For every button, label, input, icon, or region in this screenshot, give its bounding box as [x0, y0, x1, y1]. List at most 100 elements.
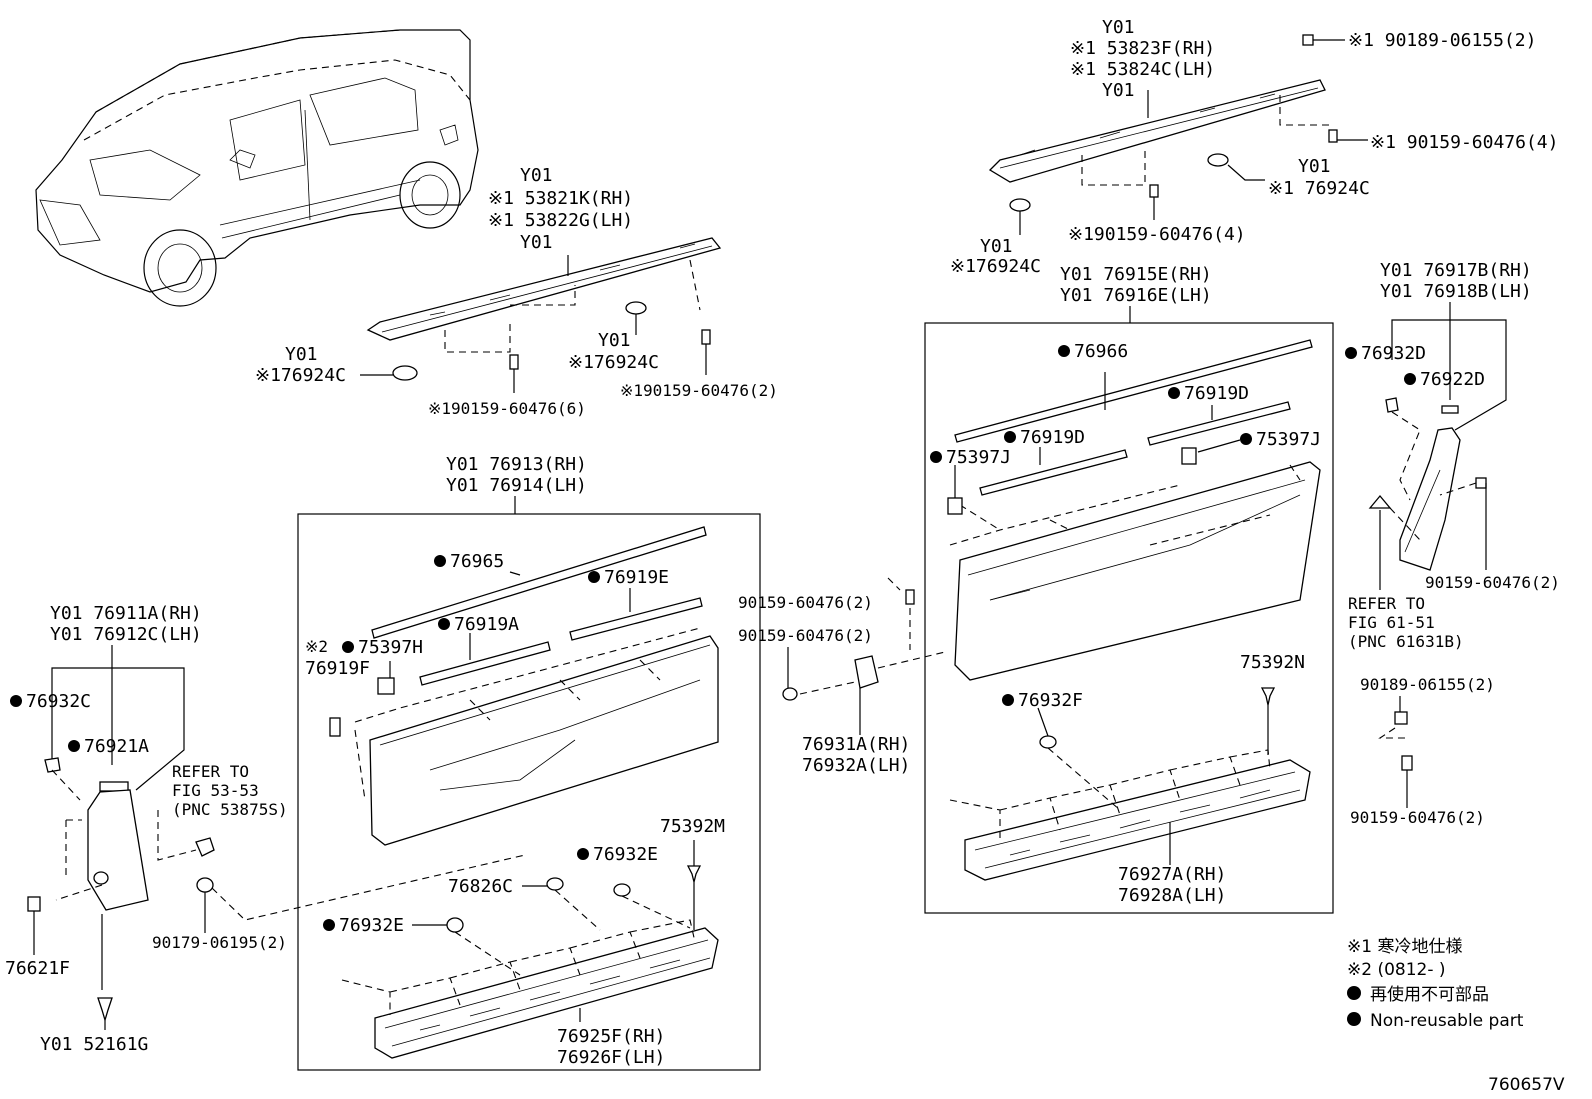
- nonreusable-dot: [323, 919, 335, 931]
- callout-d1: Y01 76917B(RH): [1380, 260, 1532, 281]
- callout-c10: 76931A(RH): [802, 734, 910, 755]
- callout-b4: Y01: [520, 232, 553, 253]
- callout-c14: 76927A(RH): [1118, 864, 1226, 885]
- callout-c12: 75392N: [1240, 652, 1305, 673]
- upper-rear-rail-assembly: [988, 34, 1368, 235]
- nonreusable-dot: [68, 740, 80, 752]
- callout-a5: ※1 90189-06155(2): [1348, 30, 1536, 51]
- nonreusable-dot: [1404, 373, 1416, 385]
- callout-e5: ※2: [305, 637, 328, 656]
- nonreusable-dot: [1002, 694, 1014, 706]
- legend-note-2: ※2 (0812- ): [1347, 960, 1446, 980]
- callout-e10: 76932E: [593, 844, 658, 865]
- callout-c3: 76966: [1074, 341, 1128, 362]
- rear-quarter-garnish: [1368, 397, 1487, 590]
- legend-dot-icon: [1347, 1012, 1361, 1026]
- callout-f1: Y01 76911A(RH): [50, 603, 202, 624]
- vehicle-illustration: [35, 29, 479, 307]
- callout-b5: Y01: [285, 344, 318, 365]
- callout-b7: Y01: [598, 330, 631, 351]
- callout-c2: Y01 76916E(LH): [1060, 285, 1212, 306]
- callout-e8: 76919F: [305, 658, 370, 679]
- callout-b2: ※1 53821K(RH): [488, 188, 633, 209]
- callout-e12: 76932E: [339, 915, 404, 936]
- callout-f3: 76932C: [26, 691, 91, 712]
- upper-front-rail-assembly: [360, 237, 722, 393]
- legend: ※1 寒冷地仕様 ※2 (0812- ) 再使用不可部品 Non-reusabl…: [1347, 937, 1524, 1031]
- callout-e2: Y01 76914(LH): [446, 475, 587, 496]
- front-molding-box: [297, 513, 761, 1071]
- callout-c11: 76932A(LH): [802, 755, 910, 776]
- callout-b6: ※176924C: [255, 365, 346, 386]
- callout-f7: (PNC 53875S): [172, 800, 288, 819]
- callout-a3: ※1 53824C(LH): [1070, 59, 1215, 80]
- nonreusable-dot: [1058, 345, 1070, 357]
- callout-d9: 90189-06155(2): [1360, 675, 1495, 694]
- callout-c6: 75397J: [1256, 429, 1321, 450]
- nonreusable-dot: [342, 641, 354, 653]
- callout-c1: Y01 76915E(RH): [1060, 264, 1212, 285]
- nonreusable-dot: [1004, 431, 1016, 443]
- callout-d2: Y01 76918B(LH): [1380, 281, 1532, 302]
- callout-d10: 90159-60476(2): [1350, 808, 1485, 827]
- callout-b10: ※190159-60476(2): [620, 381, 778, 400]
- callout-c13: 76932F: [1018, 690, 1083, 711]
- nonreusable-dot: [1240, 433, 1252, 445]
- callout-b1: Y01: [520, 165, 553, 186]
- callout-a4: Y01: [1102, 80, 1135, 101]
- nonreusable-dot: [1345, 347, 1357, 359]
- callout-d4: 76922D: [1420, 369, 1485, 390]
- callout-e1: Y01 76913(RH): [446, 454, 587, 475]
- callout-e4: 76919E: [604, 567, 669, 588]
- callout-d8: (PNC 61631B): [1348, 632, 1464, 651]
- callout-b9: ※190159-60476(6): [428, 399, 586, 418]
- legend-note-1: ※1 寒冷地仕様: [1347, 937, 1462, 957]
- nonreusable-dot: [1168, 387, 1180, 399]
- front-door-molding: [329, 526, 719, 1059]
- callout-f4: 76921A: [84, 736, 149, 757]
- nonreusable-dot: [438, 618, 450, 630]
- callout-e13: 76925F(RH): [557, 1026, 665, 1047]
- callout-c15: 76928A(LH): [1118, 885, 1226, 906]
- callout-d3: 76932D: [1361, 343, 1426, 364]
- callout-a8: ※1 76924C: [1268, 178, 1370, 199]
- callout-c8: 90159-60476(2): [738, 593, 873, 612]
- callout-a9: ※190159-60476(4): [1068, 224, 1246, 245]
- callout-a1: Y01: [1102, 17, 1135, 38]
- callout-a7: Y01: [1298, 156, 1331, 177]
- nonreusable-dot: [434, 555, 446, 567]
- legend-dot-icon: [1347, 986, 1361, 1000]
- callout-c9: 90159-60476(2): [738, 626, 873, 645]
- callout-c5: 76919D: [1020, 427, 1085, 448]
- nonreusable-dot: [930, 451, 942, 463]
- callout-f6: FIG 53-53: [172, 781, 259, 800]
- callout-e7: 76919A: [454, 614, 519, 635]
- legend-note-4: Non-reusable part: [1370, 1011, 1524, 1031]
- callout-a2: ※1 53823F(RH): [1070, 38, 1215, 59]
- callout-b3: ※1 53822G(LH): [488, 210, 633, 231]
- callout-e14: 76926F(LH): [557, 1047, 665, 1068]
- callout-e6: 75397H: [358, 637, 423, 658]
- nonreusable-dot: [577, 848, 589, 860]
- callout-b8: ※176924C: [568, 352, 659, 373]
- diagram-id: 760657V: [1488, 1075, 1565, 1095]
- front-fender-garnish: [27, 757, 526, 1030]
- callout-f9: 76621F: [5, 958, 70, 979]
- callout-c4: 76919D: [1184, 383, 1249, 404]
- callout-a10: Y01: [980, 236, 1013, 257]
- callout-f10: Y01 52161G: [40, 1034, 148, 1055]
- callout-f8: 90179-06195(2): [152, 933, 287, 952]
- callout-d5: 90159-60476(2): [1425, 573, 1560, 592]
- rear-molding-box: [924, 322, 1334, 914]
- callout-e11: 76826C: [448, 876, 513, 897]
- legend-note-3: 再使用不可部品: [1370, 984, 1489, 1005]
- callout-c7: 75397J: [946, 447, 1011, 468]
- callout-d6: REFER TO: [1348, 594, 1425, 613]
- callout-f5: REFER TO: [172, 762, 249, 781]
- nonreusable-dot: [588, 571, 600, 583]
- nonreusable-dot: [10, 695, 22, 707]
- callout-a6: ※1 90159-60476(4): [1370, 132, 1558, 153]
- callout-a11: ※176924C: [950, 256, 1041, 277]
- callout-f2: Y01 76912C(LH): [50, 624, 202, 645]
